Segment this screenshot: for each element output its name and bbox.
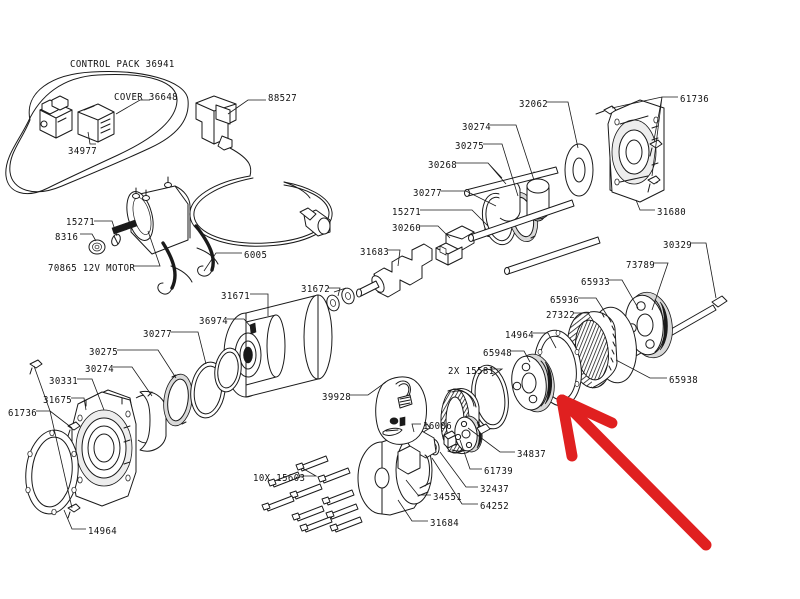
part-label-remote-88527: 88527 xyxy=(268,93,298,105)
part-label-drum-31671: 31671 xyxy=(221,291,251,303)
motor-hardware xyxy=(88,233,121,255)
drum-31671 xyxy=(223,294,333,398)
part-label-plate-31675: 31675 xyxy=(43,395,73,407)
part-label-bushing-30274-b: 30274 xyxy=(85,364,115,376)
part-label-sleeve-30260: 30260 xyxy=(392,223,422,235)
end-housing-31680 xyxy=(607,99,665,203)
part-label-washer-32062: 32062 xyxy=(519,99,549,111)
solenoid-cover-block xyxy=(77,103,115,143)
remote-control-88527 xyxy=(189,95,333,247)
part-label-rod-30268: 30268 xyxy=(428,160,458,172)
part-label-tierod-30331: 30331 xyxy=(49,376,79,388)
sleeve-30260 xyxy=(435,225,475,266)
part-label-rod-30329: 30329 xyxy=(663,240,693,252)
part-label-ring-27322: 27322 xyxy=(546,310,576,322)
leader-lines xyxy=(33,96,717,530)
part-label-clevis-34977: 34977 xyxy=(68,146,98,158)
part-label-bolt-10x-15603: 10X 15603 xyxy=(253,473,306,485)
part-label-gearbox-34551: 34551 xyxy=(433,492,463,504)
ring-30275b xyxy=(163,373,193,427)
tie-bands-6005 xyxy=(157,224,219,295)
housing-31675 xyxy=(71,389,137,507)
red-arrow xyxy=(556,394,712,551)
part-label-ring-30275-b: 30275 xyxy=(89,347,119,359)
part-label-ring-64252: 64252 xyxy=(480,501,510,513)
part-label-cover: COVER 36648 xyxy=(114,92,179,104)
ring-30331 xyxy=(214,347,242,393)
washer-32062 xyxy=(564,143,594,197)
part-label-housing-31684: 31684 xyxy=(430,518,460,530)
part-label-bolt-61736-b: 61736 xyxy=(8,408,38,420)
part-label-gear-65936: 65936 xyxy=(550,295,580,307)
part-label-pin-36974: 36974 xyxy=(199,316,229,328)
part-label-screw-15271-a: 15271 xyxy=(66,217,96,229)
part-label-ring-30275-a: 30275 xyxy=(455,141,485,153)
part-label-clip-32437: 32437 xyxy=(480,484,510,496)
part-label-bushing-30274-a: 30274 xyxy=(462,122,492,134)
shaft-31683 xyxy=(356,243,433,298)
hub-61739 xyxy=(454,415,491,453)
bolts-15603 xyxy=(261,455,363,533)
part-label-washer-8316: 8316 xyxy=(55,232,79,244)
part-label-plate-14964-a: 14964 xyxy=(88,526,118,538)
part-label-oring-30277-a: 30277 xyxy=(413,188,443,200)
part-label-ring-65933: 65933 xyxy=(581,277,611,289)
part-label-motor-70865: 70865 12V MOTOR xyxy=(48,263,136,275)
part-label-pin-61739: 61739 xyxy=(484,466,514,478)
part-label-bolt-61736-a: 61736 xyxy=(680,94,710,106)
part-label-plate-14964-b: 14964 xyxy=(505,330,535,342)
part-label-key-31672: 31672 xyxy=(301,284,331,296)
part-label-brake-34837: 34837 xyxy=(517,449,547,461)
part-label-pin-2x-15581: 2X 15581 xyxy=(448,366,495,378)
part-label-carrier-73789: 73789 xyxy=(626,260,656,272)
part-label-carrier-65948: 65948 xyxy=(483,348,513,360)
bolts-61736a xyxy=(595,105,663,193)
cover-39928 xyxy=(375,376,427,445)
part-label-oring-30277-b: 30277 xyxy=(143,329,173,341)
bushing-30274b xyxy=(135,390,167,452)
part-label-control-pack: CONTROL PACK 36941 xyxy=(70,59,175,71)
part-label-tie-6005: 6005 xyxy=(244,250,268,262)
control-pack-group xyxy=(9,71,189,193)
clips-31672 xyxy=(326,287,355,312)
tie-rods-30268 xyxy=(464,166,601,275)
part-label-shaft-31683: 31683 xyxy=(360,247,390,259)
gearbox-31684 xyxy=(357,429,437,516)
part-label-screw-15271-b: 15271 xyxy=(392,207,422,219)
carrier-65948 xyxy=(511,353,555,413)
plate-14964a xyxy=(25,429,79,516)
part-label-gear-65938: 65938 xyxy=(669,375,699,387)
part-label-cover-39928: 39928 xyxy=(322,392,352,404)
carrier-73789 xyxy=(625,291,673,359)
solenoid-block xyxy=(39,95,73,139)
motor-70865 xyxy=(111,176,191,255)
part-label-housing-31680: 31680 xyxy=(657,207,687,219)
part-label-screw-16086: 16086 xyxy=(423,421,453,433)
